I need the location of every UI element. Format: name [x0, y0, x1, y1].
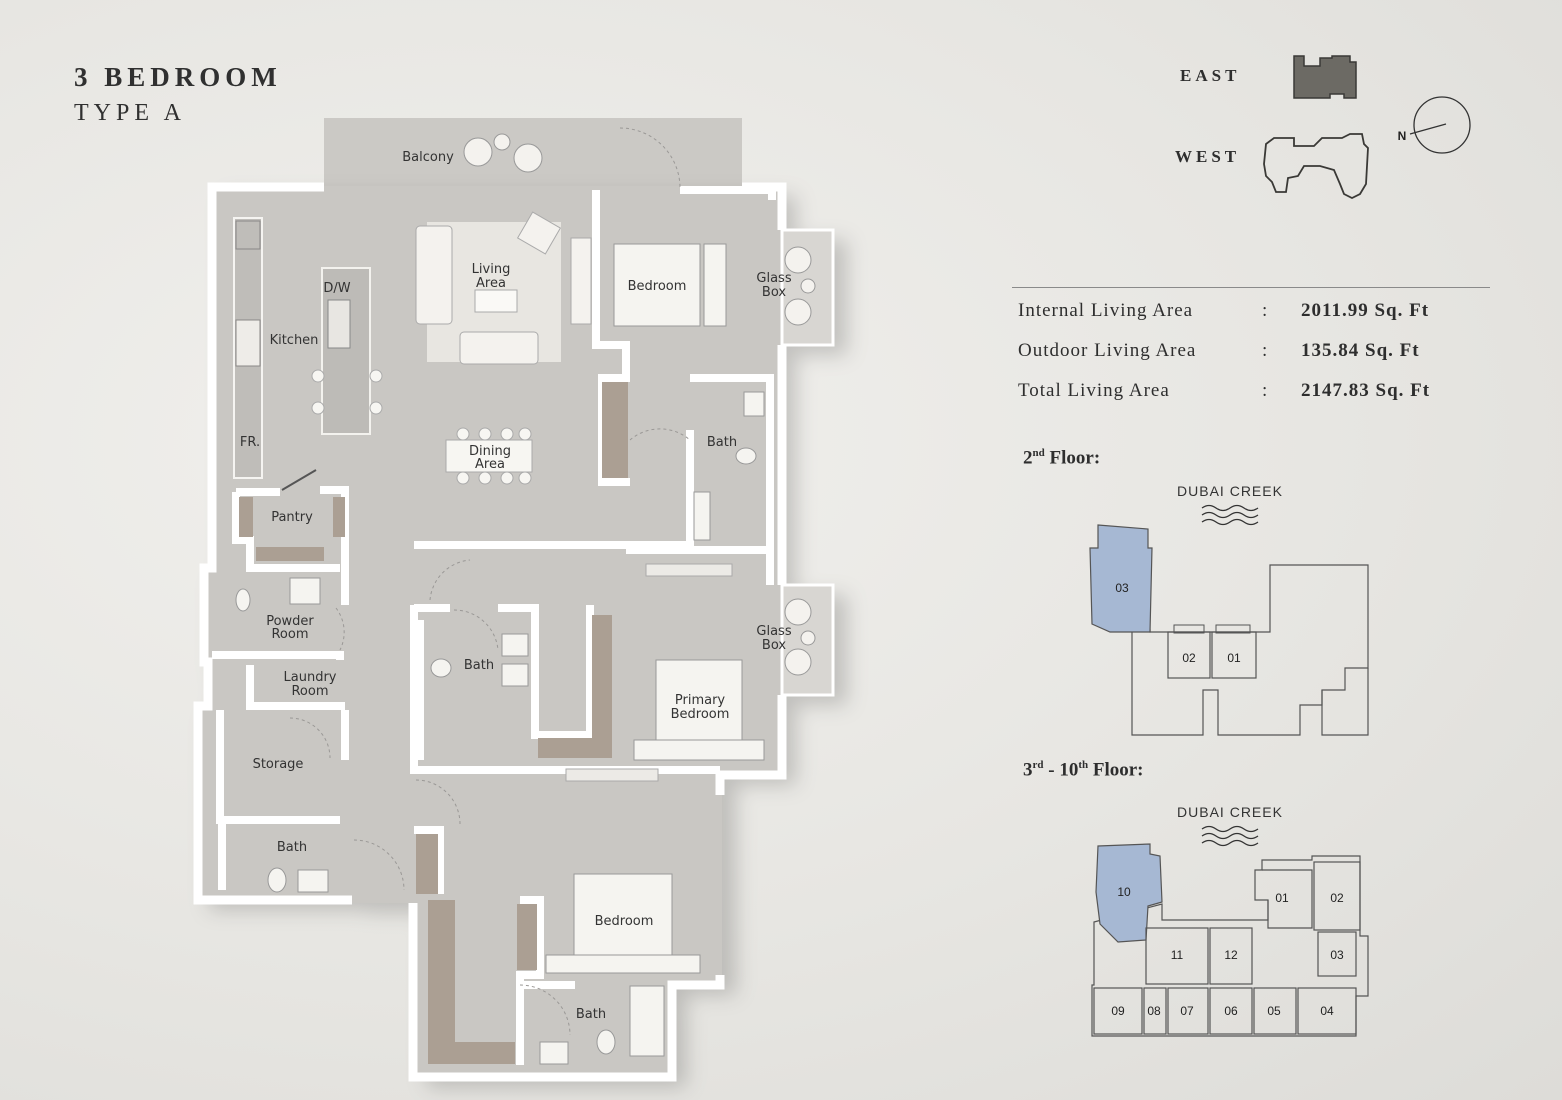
- powder-room-label-2: Room: [271, 627, 308, 642]
- floor-2-keyplan: 03 02 01: [1089, 524, 1369, 736]
- floor-word: Floor:: [1044, 447, 1101, 469]
- west-building-icon: [1263, 133, 1369, 200]
- bedroom-3-label: Bedroom: [595, 914, 654, 929]
- unit-label: 05: [1267, 1004, 1281, 1018]
- unit-label: 03: [1330, 948, 1344, 962]
- unit-label: 04: [1320, 1004, 1334, 1018]
- bath-4-label: Bath: [576, 1007, 606, 1022]
- kitchen-counter: [233, 217, 371, 479]
- laundry-room-label-2: Room: [291, 684, 328, 699]
- plan-title: 3 BEDROOM: [74, 62, 282, 92]
- floor-ordinal: th: [1078, 759, 1089, 771]
- area-value: 2147.83 Sq. Ft: [1301, 380, 1431, 401]
- exterior-walls: [193, 182, 787, 1082]
- wardrobes: [239, 382, 628, 1064]
- floor-word: Floor:: [1088, 759, 1144, 781]
- dining-area-label: Dining: [469, 444, 511, 459]
- unit-label: 03: [1115, 581, 1129, 595]
- area-separator: :: [1262, 300, 1268, 321]
- bath-3-label: Bath: [277, 840, 307, 855]
- unit-label: 11: [1171, 948, 1184, 962]
- glass-box-2-label: Glass: [756, 624, 791, 639]
- unit-03-highlight: [1089, 524, 1153, 633]
- interior-walls: [212, 186, 776, 1065]
- area-row: Internal Living Area : 2011.99 Sq. Ft: [1018, 300, 1488, 330]
- primary-bedroom-label-2: Bedroom: [671, 707, 730, 722]
- unit-label: 02: [1182, 651, 1196, 665]
- area-value: 2011.99 Sq. Ft: [1301, 300, 1430, 321]
- unit-label: 01: [1275, 891, 1289, 905]
- area-row: Outdoor Living Area : 135.84 Sq. Ft: [1018, 340, 1488, 370]
- dubai-creek-label: DUBAI CREEK: [1177, 483, 1283, 499]
- north-compass: N: [1398, 96, 1471, 154]
- west-label: WEST: [1175, 147, 1241, 166]
- kitchen-label: Kitchen: [270, 333, 319, 348]
- compass-needle: [1409, 123, 1447, 135]
- area-table: Internal Living Area : 2011.99 Sq. Ft Ou…: [1012, 287, 1490, 401]
- pantry-door: [281, 469, 317, 491]
- area-label: Total Living Area: [1018, 380, 1170, 401]
- glass-box-chairs: [784, 246, 816, 676]
- unit-label: 08: [1147, 1004, 1161, 1018]
- floor-2-title: 2nd Floor:: [1023, 447, 1100, 469]
- area-row: Total Living Area : 2147.83 Sq. Ft: [1018, 380, 1488, 410]
- floor-ordinal: rd: [1032, 759, 1044, 771]
- unit-label: 10: [1117, 885, 1131, 899]
- bath-1-label: Bath: [707, 435, 737, 450]
- balcony-label: Balcony: [402, 150, 454, 165]
- floor-number: 3: [1023, 759, 1033, 781]
- unit-label: 07: [1180, 1004, 1194, 1018]
- laundry-room-label: Laundry: [284, 670, 337, 685]
- dubai-creek-label: DUBAI CREEK: [1177, 804, 1283, 820]
- unit-10-highlight: [1095, 843, 1163, 943]
- primary-bedroom-label: Primary: [675, 693, 726, 708]
- floor-number: 2: [1023, 447, 1033, 469]
- unit-label: 06: [1224, 1004, 1238, 1018]
- door-swings: [289, 127, 691, 1036]
- storage-label: Storage: [253, 757, 304, 772]
- area-separator: :: [1262, 340, 1268, 361]
- north-label: N: [1398, 129, 1407, 143]
- dishwasher-label: D/W: [323, 281, 350, 296]
- east-label: EAST: [1180, 66, 1241, 85]
- living-furniture: [311, 133, 592, 485]
- beds: [545, 243, 765, 974]
- fridge-label: FR.: [240, 435, 260, 450]
- creek-waves-icon: [1201, 504, 1259, 526]
- glass-box-1-label: Glass: [756, 271, 791, 286]
- floor-ordinal: nd: [1032, 447, 1045, 459]
- area-separator: :: [1262, 380, 1268, 401]
- compass-ring: [1413, 96, 1471, 154]
- area-label: Outdoor Living Area: [1018, 340, 1197, 361]
- powder-room-label: Powder: [266, 614, 314, 629]
- creek-waves-icon: [1201, 825, 1259, 847]
- area-label: Internal Living Area: [1018, 300, 1194, 321]
- unit-label: 01: [1227, 651, 1241, 665]
- bedroom-1-label: Bedroom: [628, 279, 687, 294]
- floor-3-10-title: 3rd - 10th Floor:: [1023, 759, 1144, 781]
- east-building-icon: [1293, 55, 1357, 99]
- area-value: 135.84 Sq. Ft: [1301, 340, 1420, 361]
- floor-plan: Balcony Living Area D/W Kitchen FR. Dini…: [193, 118, 835, 1082]
- bath-2-label: Bath: [464, 658, 494, 673]
- pantry-label: Pantry: [271, 510, 313, 525]
- unit-label: 02: [1330, 891, 1344, 905]
- dining-area-label-2: Area: [475, 457, 505, 472]
- bath-fixtures: [235, 391, 765, 1065]
- unit-label: 12: [1224, 948, 1238, 962]
- closets: [565, 563, 733, 782]
- living-area-label-2: Area: [476, 276, 506, 291]
- glass-box-1-label-2: Box: [762, 285, 786, 300]
- floor-3-10-keyplan: 10 01 02 11 12 03 09 08 07 06 05 04: [1091, 843, 1369, 1037]
- glass-box-2-label-2: Box: [762, 638, 786, 653]
- floor-range: - 10: [1043, 759, 1079, 781]
- living-area-label: Living: [472, 262, 511, 277]
- plan-subtitle: TYPE A: [74, 100, 187, 126]
- unit-label: 09: [1111, 1004, 1125, 1018]
